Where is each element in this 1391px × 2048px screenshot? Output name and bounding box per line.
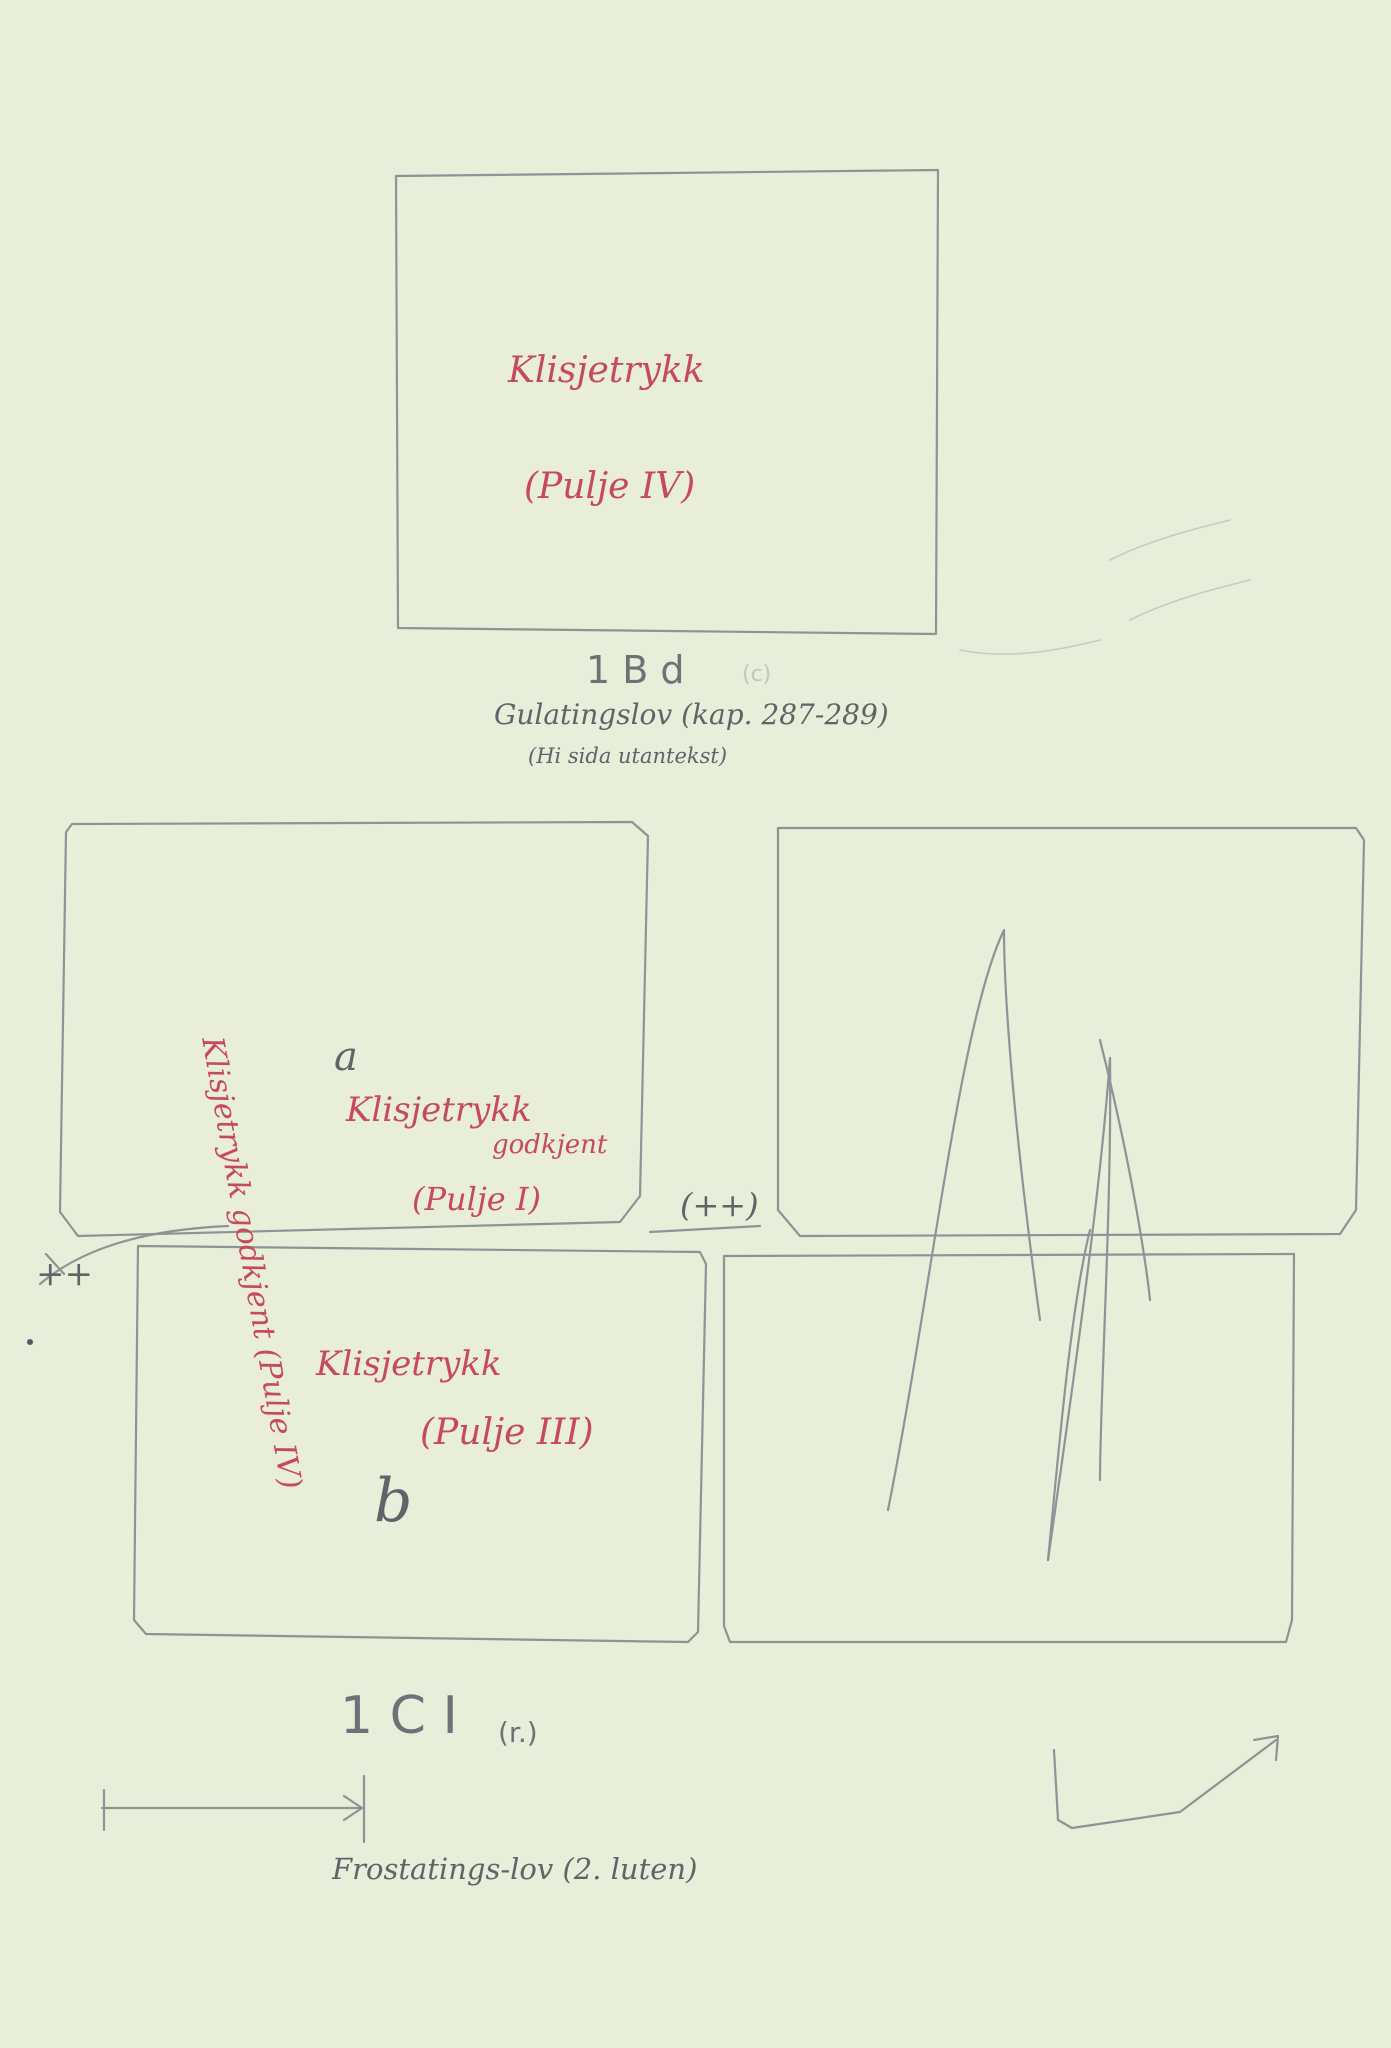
box-a-letter: a bbox=[334, 1034, 358, 1080]
horizontal-arrow bbox=[100, 1794, 364, 1822]
frostating-code-note: (r.) bbox=[498, 1716, 538, 1749]
box-b-frame bbox=[132, 1244, 708, 1644]
gulating-title: Gulatingslov (kap. 287-289) bbox=[494, 698, 889, 731]
box-b-line1: Klisjetrykk bbox=[316, 1344, 502, 1384]
top-box-line1: Klisjetrykk bbox=[508, 350, 705, 391]
gulating-code-note: (c) bbox=[742, 662, 772, 687]
gulating-code: 1 B d bbox=[586, 648, 685, 692]
left-marker: ++ bbox=[36, 1254, 93, 1294]
frostating-code: 1 C I bbox=[340, 1686, 458, 1746]
box-b-letter: b bbox=[374, 1466, 413, 1536]
box-a-line2: godkjent bbox=[492, 1130, 608, 1160]
box-top-right-frame bbox=[776, 826, 1366, 1238]
box-b-line2: (Pulje III) bbox=[420, 1412, 594, 1453]
mid-marker: (++) bbox=[680, 1186, 759, 1224]
top-box-line2: (Pulje IV) bbox=[524, 466, 696, 507]
box-a-line1: Klisjetrykk bbox=[346, 1090, 532, 1130]
corner-arrow bbox=[1052, 1738, 1278, 1830]
n-scribble bbox=[886, 928, 1152, 1562]
box-lower-right-frame bbox=[722, 1252, 1296, 1644]
top-box-frame bbox=[394, 168, 940, 636]
box-a-frame bbox=[58, 820, 650, 1238]
margin-dot bbox=[27, 1339, 33, 1345]
box-a-line3: (Pulje I) bbox=[412, 1180, 542, 1218]
frostating-title: Frostatings-lov (2. luten) bbox=[332, 1852, 698, 1886]
gulating-subtitle: (Hi sida utantekst) bbox=[528, 744, 728, 768]
